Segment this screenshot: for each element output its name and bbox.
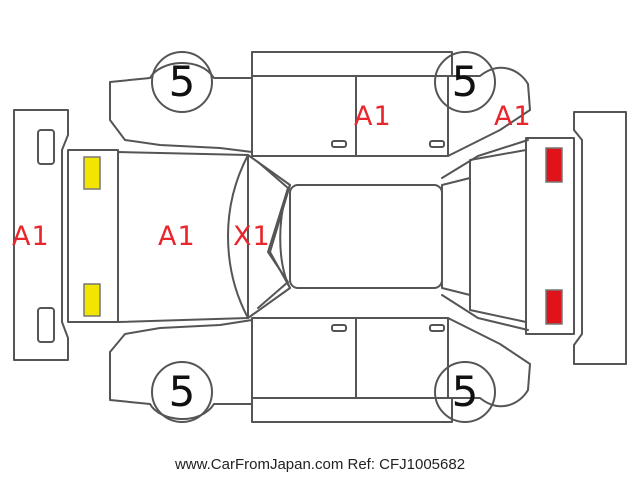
front-right-indicator xyxy=(37,307,55,343)
roof-outline xyxy=(289,184,443,289)
top-rear-quarter xyxy=(447,66,531,157)
windshield-label: X1 xyxy=(233,221,271,252)
bottom-side-sill xyxy=(251,397,453,423)
rear-left-tire xyxy=(434,51,496,113)
top-front-door xyxy=(251,75,357,157)
rear-window-outline xyxy=(441,177,471,296)
taillight-top xyxy=(545,147,563,183)
rear-panel xyxy=(525,137,575,335)
front-bumper-outline xyxy=(13,109,69,361)
left-side-outline xyxy=(109,62,253,153)
front-left-tire-value: 5 xyxy=(168,57,196,106)
front-right-tire-value: 5 xyxy=(168,367,196,416)
hood-label: A1 xyxy=(158,221,196,252)
headlight-top xyxy=(83,156,101,190)
windshield-outline xyxy=(227,154,291,319)
trunk-outline xyxy=(469,149,527,323)
rear-right-tire-value: 5 xyxy=(451,367,479,416)
right-rear-door-label: A1 xyxy=(354,101,392,132)
rear-right-tire xyxy=(434,361,496,423)
front-left-indicator xyxy=(37,129,55,165)
front-left-tire xyxy=(151,51,213,113)
top-side-sill xyxy=(251,51,453,77)
taillight-bottom xyxy=(545,289,563,325)
right-rear-quarter-label: A1 xyxy=(494,101,532,132)
headlight-bottom xyxy=(83,283,101,317)
rear-bumper-outline xyxy=(573,111,627,365)
bottom-rear-quarter xyxy=(447,317,531,408)
front-right-tire xyxy=(151,361,213,423)
rear-left-tire-value: 5 xyxy=(451,57,479,106)
watermark-text: www.CarFromJapan.com Ref: CFJ1005682 xyxy=(174,456,466,473)
front-bumper-label: A1 xyxy=(12,221,50,252)
